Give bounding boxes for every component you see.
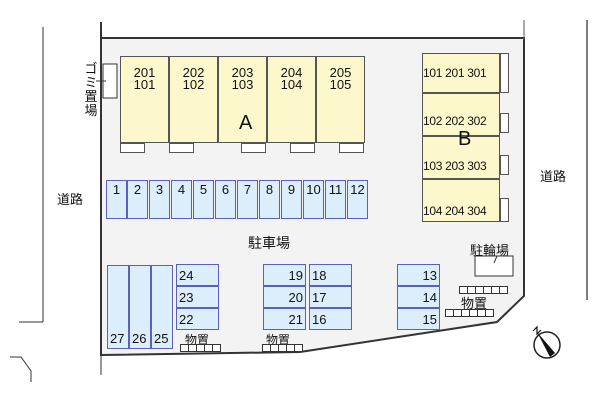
room-numbers: 102 202 302 bbox=[423, 114, 487, 128]
parking-space: 1 bbox=[106, 180, 127, 219]
parking-space: 10 bbox=[303, 180, 324, 219]
room-number: 205 bbox=[329, 65, 352, 80]
parking-space: 7 bbox=[237, 180, 258, 219]
stair bbox=[500, 198, 509, 222]
parking-space: 11 bbox=[325, 180, 346, 219]
parking-space: 2 bbox=[127, 180, 148, 219]
parking-space: 25 bbox=[151, 265, 173, 349]
room-number: 104 bbox=[280, 77, 303, 92]
parking-space: 9 bbox=[281, 180, 302, 219]
storage-label: 物置 bbox=[461, 296, 488, 311]
balcony bbox=[241, 143, 266, 153]
storage-shed bbox=[445, 309, 494, 317]
unit-b-row-1: 101 201 301 bbox=[422, 53, 500, 93]
storage-label: 物置 bbox=[266, 333, 291, 347]
building-b-label: B bbox=[458, 128, 472, 150]
parking-space: 24 bbox=[176, 264, 219, 286]
room-number: 201 bbox=[133, 65, 156, 80]
compass-icon bbox=[532, 325, 561, 359]
room-number: 203 bbox=[231, 65, 254, 80]
parking-space: 5 bbox=[193, 180, 214, 219]
room-number: 202 bbox=[182, 65, 205, 80]
room-number: 103 bbox=[231, 77, 254, 92]
parking-space: 19 bbox=[263, 264, 306, 286]
parking-space: 18 bbox=[309, 264, 352, 286]
stair bbox=[500, 155, 509, 175]
room-number: 102 bbox=[182, 77, 205, 92]
stair bbox=[500, 113, 509, 133]
storage-shed bbox=[459, 286, 508, 294]
room-numbers: 103 203 303 bbox=[423, 159, 487, 173]
room-number: 105 bbox=[329, 77, 352, 92]
room-number: 204 bbox=[280, 65, 303, 80]
garbage-area-label: ゴミ置場 bbox=[84, 61, 98, 118]
room-number: 101 bbox=[133, 77, 156, 92]
unit-b-row-2: 102 202 302 bbox=[422, 93, 500, 136]
parking-space: 22 bbox=[176, 308, 219, 330]
unit-b-row-3: 103 203 303 bbox=[422, 136, 500, 179]
parking-lot-label: 駐車場 bbox=[248, 235, 290, 251]
parking-space: 23 bbox=[176, 286, 219, 308]
road-label-left: 道路 bbox=[57, 192, 84, 207]
balcony bbox=[120, 143, 145, 153]
balcony bbox=[169, 143, 194, 153]
parking-space: 16 bbox=[309, 308, 352, 330]
parking-space: 12 bbox=[347, 180, 368, 219]
building-a-label: A bbox=[239, 112, 253, 134]
parking-space: 17 bbox=[309, 286, 352, 308]
stair bbox=[500, 53, 509, 93]
parking-space: 3 bbox=[149, 180, 170, 219]
parking-space: 4 bbox=[171, 180, 192, 219]
parking-space: 21 bbox=[263, 308, 306, 330]
parking-space: 6 bbox=[215, 180, 236, 219]
unit-b-row-4: 104 204 304 bbox=[422, 179, 500, 222]
parking-space: 8 bbox=[259, 180, 280, 219]
storage-label: 物置 bbox=[185, 333, 210, 347]
room-numbers: 101 201 301 bbox=[423, 66, 487, 80]
parking-space: 26 bbox=[129, 265, 151, 349]
parking-space: 27 bbox=[107, 265, 129, 349]
parking-space: 13 bbox=[397, 264, 440, 286]
parking-space: 14 bbox=[397, 286, 440, 308]
storage-shed bbox=[180, 344, 221, 352]
parking-space: 20 bbox=[263, 286, 306, 308]
road-label-right: 道路 bbox=[540, 169, 567, 184]
bicycle-parking-label: 駐輪場 bbox=[470, 243, 510, 258]
parking-space: 15 bbox=[397, 308, 440, 330]
room-numbers: 104 204 304 bbox=[423, 204, 487, 218]
balcony bbox=[290, 143, 315, 153]
storage-shed bbox=[262, 344, 303, 352]
balcony bbox=[339, 143, 364, 153]
